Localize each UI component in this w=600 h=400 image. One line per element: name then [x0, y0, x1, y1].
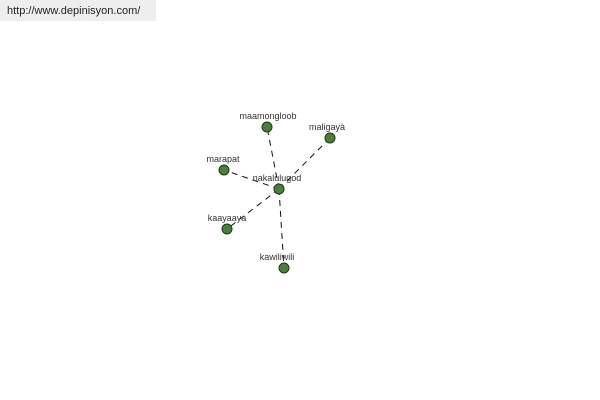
- node-kaayaaya[interactable]: [221, 223, 233, 235]
- label-maamongloob: maamongloob: [239, 111, 296, 121]
- label-marapat: marapat: [206, 154, 240, 164]
- node-marapat[interactable]: [218, 164, 230, 176]
- node-kawiliwili[interactable]: [278, 262, 290, 274]
- edge-kaayaaya: [226, 188, 280, 230]
- node-maamongloob[interactable]: [261, 121, 273, 133]
- site-url: http://www.depinisyon.com/: [0, 0, 156, 21]
- label-kaayaaya: kaayaaya: [208, 213, 247, 223]
- edge-marapat: [223, 169, 280, 190]
- edge-maligaya: [278, 137, 331, 190]
- node-center[interactable]: [273, 183, 285, 195]
- edge-kawiliwili: [278, 188, 285, 269]
- label-center: nakalulugod: [253, 173, 302, 183]
- label-kawiliwili: kawiliwili: [260, 252, 295, 262]
- node-maligaya[interactable]: [324, 132, 336, 144]
- label-maligaya: maligayà: [309, 122, 345, 132]
